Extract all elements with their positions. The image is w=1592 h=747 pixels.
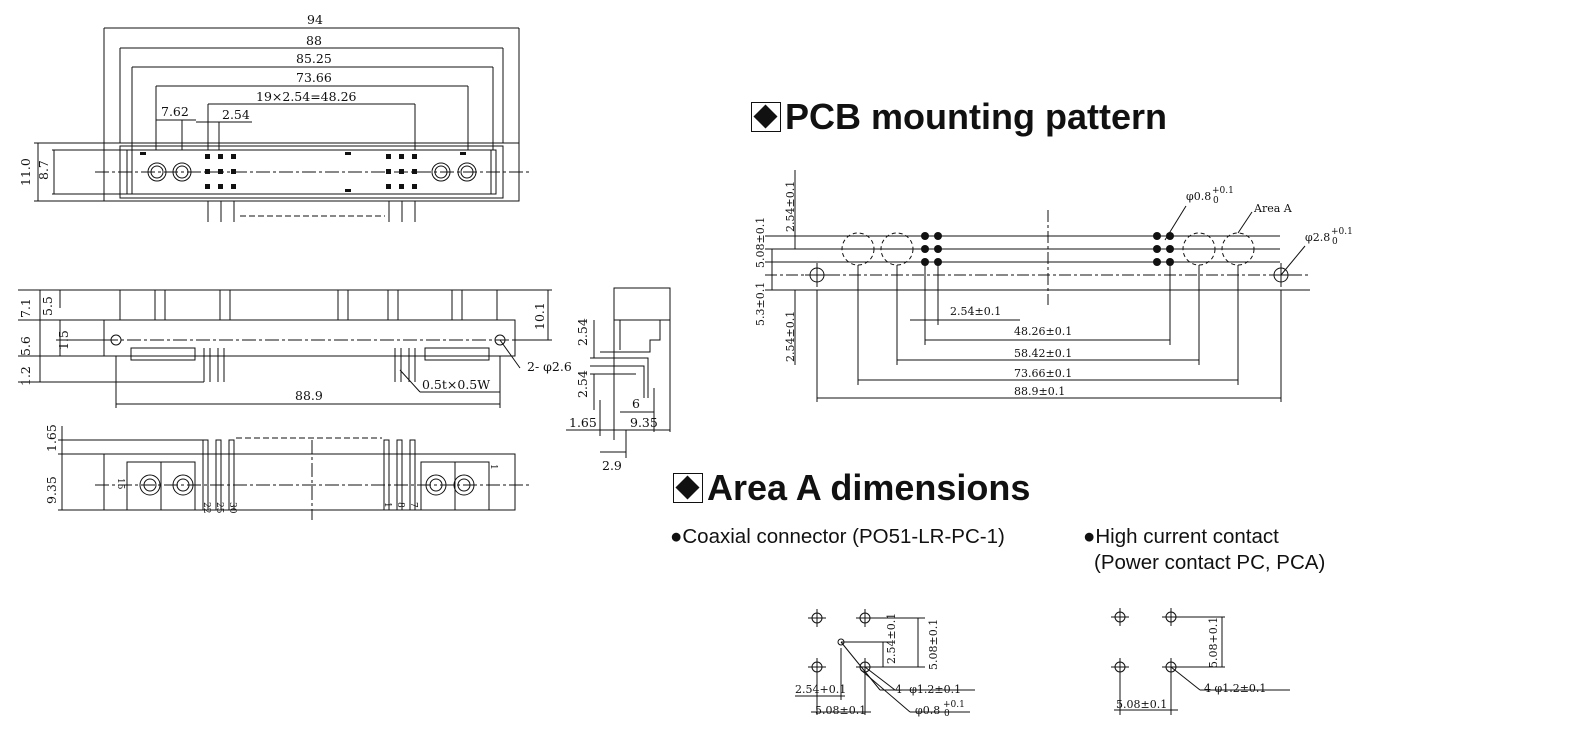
pin-mark-25: 25 [214,502,224,514]
end-view: 2.54 2.54 6 1.65 9.35 2.9 [566,288,670,473]
bullet-high-current-contact: ●High current contact [1083,525,1279,548]
dim-5-6: 5.6 [18,336,33,356]
bullet-high-current-subtitle: (Power contact PC, PCA) [1094,551,1326,574]
dim-end-1-65: 1.65 [569,415,597,430]
pin-mark-22: 22 [201,502,211,513]
dim-coax-2-54-h: 2.54+0.1 [795,683,846,696]
dim-pcb-5-3: 5.3±0.1 [754,282,767,326]
area-a-high-current-drawing: 5.08+0.1 4 φ1.2±0.1 5.08±0.1 [1100,600,1300,730]
callout-area-a: Area A [1253,202,1293,215]
dim-5-5: 5.5 [40,296,55,316]
callout-phi-2-8-tol: +0.1 [1331,227,1353,237]
heading-pcb-text: PCB mounting pattern [785,96,1167,137]
dim-1-5: 1.5 [56,330,71,350]
dim-end-2-54-a: 2.54 [575,318,590,346]
dim-8-7: 8.7 [36,160,51,180]
heading-area-a-text: Area A dimensions [707,467,1031,508]
diamond-icon [751,102,781,132]
dim-73-66: 73.66 [296,70,332,85]
dim-7-62: 7.62 [161,104,189,119]
pin-mark-1: 1 [382,502,392,508]
diamond-icon [673,473,703,503]
callout-phi-0-8-tol: +0.1 [1212,186,1234,196]
dim-2-54: 2.54 [222,107,250,122]
side-view: 7.1 5.5 5.6 1.5 1.2 10.1 2- φ2.6 0.5t×0.… [18,290,572,408]
callout-phi-2-8: φ2.8 [1305,231,1330,244]
pin-mark-7: 7 [408,502,418,508]
dim-pcb-88-9: 88.9±0.1 [1014,385,1065,398]
dim-19x2-54: 19×2.54=48.26 [256,89,357,104]
connector-drawing: 94 88 85.25 73.66 19×2.54=48.26 7.62 2.5… [18,12,700,540]
area-a-coaxial-drawing: 2.54±0.1 5.08±0.1 2.54+0.1 5.08±0.1 4- φ… [795,600,1015,719]
dim-11-0: 11.0 [18,158,33,186]
dim-coax-phi0-8-tol-low: 0 [944,709,950,719]
dim-hc-4-phi1-2: 4 φ1.2±0.1 [1204,682,1266,695]
dim-pcb-5-08: 5.08±0.1 [754,217,767,268]
dim-94: 94 [307,12,323,27]
dim-coax-phi0-8-tol: +0.1 [943,700,965,710]
front-view: 94 88 85.25 73.66 19×2.54=48.26 7.62 2.5… [18,12,530,222]
dim-1-2: 1.2 [18,366,33,386]
dim-coax-5-08-v: 5.08±0.1 [927,619,940,670]
dim-pcb-2-54-top: 2.54±0.1 [784,181,797,232]
callout-phi-0-8-tol-low: 0 [1213,196,1219,206]
dim-end-9-35: 9.35 [630,415,658,430]
dim-pcb-2-54-pitch: 2.54±0.1 [950,305,1001,318]
bottom-view: 1.65 9.35 15 22 25 30 1 8 7 1 [44,424,530,520]
dim-coax-4-phi1-2: 4- φ1.2±0.1 [895,683,961,696]
callout-phi-0-8: φ0.8 [1186,190,1211,203]
dim-coax-phi0-8: φ0.8 [915,704,940,717]
dim-bottom-1-65: 1.65 [44,424,59,452]
dim-pcb-2-54-bottom: 2.54±0.1 [784,311,797,362]
callout-phi-2-8-tol-low: 0 [1332,237,1338,247]
dim-pcb-58-42: 58.42±0.1 [1014,347,1072,360]
dim-7-1: 7.1 [18,298,33,318]
dim-2-phi2-6: 2- φ2.6 [527,359,572,374]
pin-mark-8: 8 [395,502,405,508]
dim-pcb-73-66: 73.66±0.1 [1014,367,1072,380]
pin-mark-15: 15 [115,478,125,490]
dim-88-9: 88.9 [295,388,323,403]
dim-end-6: 6 [632,396,640,411]
dim-bottom-9-35: 9.35 [44,476,59,504]
dim-hc-5-08-h: 5.08±0.1 [1116,698,1167,711]
pcb-mounting-pattern-drawing: 2.54±0.1 5.08±0.1 5.3±0.1 2.54±0.1 2.54±… [754,150,1353,410]
dim-pcb-48-26: 48.26±0.1 [1014,325,1072,338]
dim-coax-2-54-v: 2.54±0.1 [885,613,898,664]
pin-mark-30: 30 [227,502,237,514]
pin-mark-1b: 1 [488,464,498,470]
dim-0-5tx0-5w: 0.5t×0.5W [422,377,490,392]
dim-end-2-54-b: 2.54 [575,370,590,398]
heading-pcb-mounting-pattern: PCB mounting pattern [751,96,1167,138]
dim-end-2-9: 2.9 [602,458,622,473]
dim-88: 88 [306,33,322,48]
dim-10-1: 10.1 [532,302,547,330]
bullet-coaxial-connector: ●Coaxial connector (PO51-LR-PC-1) [670,525,1005,548]
heading-area-a-dimensions: Area A dimensions [673,467,1030,509]
dim-85-25: 85.25 [296,51,332,66]
dim-coax-5-08-h: 5.08±0.1 [815,704,866,717]
dim-hc-5-08-v: 5.08+0.1 [1207,617,1220,668]
